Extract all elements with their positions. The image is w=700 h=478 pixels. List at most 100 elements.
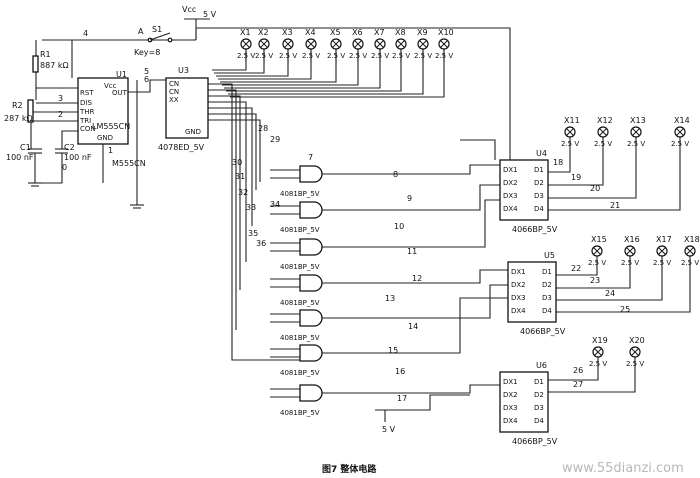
wiring xyxy=(30,27,691,411)
switch-key: Key=8 xyxy=(134,48,160,57)
timer-pin-con: CON xyxy=(80,125,96,133)
chip-part: 4066BP_5V xyxy=(512,437,558,446)
lamp-label: X9 xyxy=(417,28,428,37)
switch-ref: S1 xyxy=(152,25,162,34)
lamp-label: X1 xyxy=(240,28,251,37)
chip-part: 4066BP_5V xyxy=(512,225,558,234)
lamp-value: 2.5 V xyxy=(561,140,579,148)
net-label: 7 xyxy=(308,153,313,162)
lamp-label: X4 xyxy=(305,28,316,37)
resistor-r2 xyxy=(27,99,34,123)
chip-pin-right: D2 xyxy=(542,281,552,289)
lamp-value: 2.5 V xyxy=(349,52,367,60)
chip-ref: U6 xyxy=(536,361,547,370)
net-label: 4 xyxy=(83,29,88,38)
net-label: 11 xyxy=(407,247,417,256)
chip-pin-left: DX4 xyxy=(511,307,526,315)
net-label: 29 xyxy=(270,135,280,144)
net-label: 22 xyxy=(571,264,581,273)
net-label: 12 xyxy=(412,274,422,283)
net-label: 34 xyxy=(270,200,280,209)
vcc-value: 5 V xyxy=(203,10,217,19)
lamp-label: X2 xyxy=(258,28,269,37)
net-label: 5 xyxy=(144,67,149,76)
and-gate-array: 4081BP_5V4081BP_5V4081BP_5V4081BP_5V4081… xyxy=(280,165,323,417)
chip-pin-right: D1 xyxy=(542,268,552,276)
net-label: 32 xyxy=(238,188,248,197)
chip-pin-right: D3 xyxy=(542,294,552,302)
net-label: 28 xyxy=(258,124,268,133)
gate-part-label: 4081BP_5V xyxy=(280,334,320,342)
chip-pin-left: DX1 xyxy=(511,268,526,276)
lamp-value: 2.5 V xyxy=(392,52,410,60)
vcc-label: Vcc xyxy=(182,5,196,14)
r2-value: 287 kΩ xyxy=(4,114,33,123)
timer-model: M555CN xyxy=(112,159,146,168)
chip-ref: U5 xyxy=(544,251,555,260)
chip-pin-left: DX3 xyxy=(511,294,526,302)
chip-pin-left: DX2 xyxy=(503,391,518,399)
chip-pin-right: D2 xyxy=(534,391,544,399)
lamp-value: 2.5 V xyxy=(435,52,453,60)
net-label: 2 xyxy=(58,110,63,119)
lamp-label: X3 xyxy=(282,28,293,37)
lamp-label: X7 xyxy=(374,28,385,37)
r2-ref: R2 xyxy=(12,101,23,110)
chip-pin-right: D4 xyxy=(534,417,544,425)
timer-pin-rst: RST xyxy=(80,89,94,97)
net-label: 17 xyxy=(397,394,407,403)
net-label: 24 xyxy=(605,289,615,298)
gate-part-label: 4081BP_5V xyxy=(280,263,320,271)
net-label: 0 xyxy=(62,163,67,172)
chip-pin-right: D4 xyxy=(534,205,544,213)
lamp-label: X8 xyxy=(395,28,406,37)
c2-value: 100 nF xyxy=(64,153,92,162)
c1-ref: C1 xyxy=(20,143,31,152)
chip-pin-left: DX1 xyxy=(503,378,518,386)
chip-ref: U4 xyxy=(536,149,547,158)
counter-u3: U3 CN CN XX GND 4078ED_5V xyxy=(158,66,209,152)
counter-part: 4078ED_5V xyxy=(158,143,205,152)
net-label: 26 xyxy=(573,366,583,375)
gate-part-label: 4081BP_5V xyxy=(280,369,320,377)
lamp-label: X13 xyxy=(630,116,646,125)
net-label: 27 xyxy=(573,380,583,389)
net-label: 6 xyxy=(144,75,149,84)
net-label: 35 xyxy=(248,229,258,238)
net-label: 10 xyxy=(394,222,404,231)
net-label: 15 xyxy=(388,346,398,355)
r1-value: 887 kΩ xyxy=(40,61,69,70)
chip-pin-right: D3 xyxy=(534,192,544,200)
switch-key-label: A xyxy=(138,27,144,36)
and-gate-4 xyxy=(299,274,323,292)
timer-555: U1 RST DIS THR TRI CON OUT GND Vcc LM555… xyxy=(77,70,146,168)
switch-s1: A S1 Key=8 xyxy=(134,25,173,57)
lamp-value: 2.5 V xyxy=(681,259,699,267)
counter-pin-2: CN xyxy=(169,88,179,96)
lamp-value: 2.5 V xyxy=(621,259,639,267)
net-label: 36 xyxy=(256,239,266,248)
lamp-value: 2.5 V xyxy=(594,140,612,148)
chip-pin-left: DX2 xyxy=(511,281,526,289)
lamp-value: 2.5 V xyxy=(588,259,606,267)
net-label: 31 xyxy=(235,172,245,181)
c2-ref: C2 xyxy=(64,143,75,152)
lamp-label: X16 xyxy=(624,235,640,244)
counter-pin-gnd: GND xyxy=(185,128,201,136)
figure-caption: 图7 整体电路 xyxy=(322,463,377,475)
net-labels: 4321567891011121314151617181920212223242… xyxy=(58,29,630,403)
timer-pin-out: OUT xyxy=(112,89,128,97)
chip-pin-left: DX2 xyxy=(503,179,518,187)
vcc-supply: Vcc 5 V xyxy=(182,5,217,40)
timer-type: LM555CN xyxy=(92,122,130,131)
lamp-label: X10 xyxy=(438,28,454,37)
counter-pin-1: CN xyxy=(169,80,179,88)
chip-pin-left: DX3 xyxy=(503,404,518,412)
net-label: 19 xyxy=(571,173,581,182)
chip-pin-right: D3 xyxy=(534,404,544,412)
lamp-value: 2.5 V xyxy=(302,52,320,60)
gate-part-label: 4081BP_5V xyxy=(280,299,320,307)
lamp-value: 2.5 V xyxy=(626,360,644,368)
